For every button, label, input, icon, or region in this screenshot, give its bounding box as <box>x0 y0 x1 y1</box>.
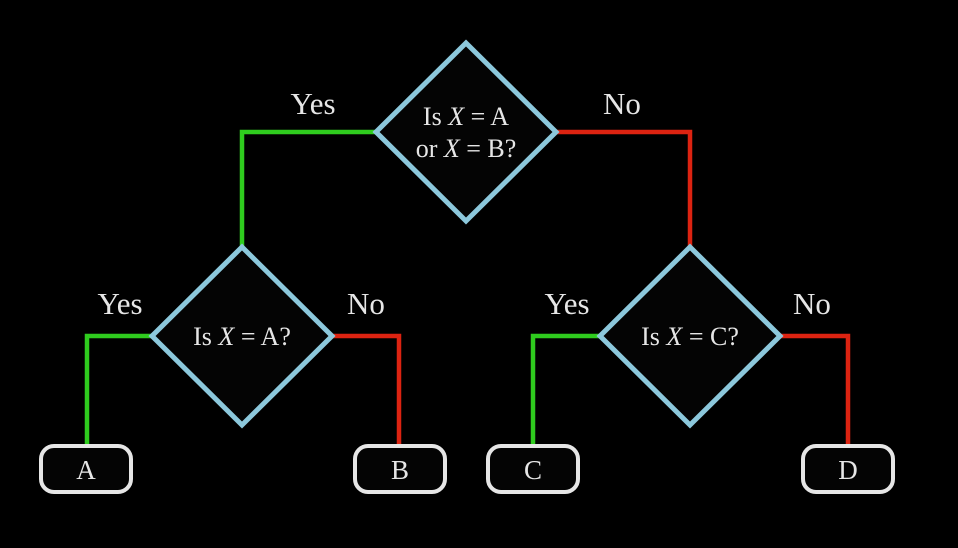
edge-label-root-no: No <box>603 86 641 121</box>
decision-diamond-root <box>372 39 560 225</box>
leaf-box-a <box>39 444 133 494</box>
left-question: Is X = A? <box>193 322 291 351</box>
edge-label-left-yes: Yes <box>97 286 142 321</box>
edge-right-no <box>779 333 851 449</box>
leaf-label-a: A <box>76 455 96 485</box>
edge-label-left-no: No <box>347 286 385 321</box>
left-question-rest: = A? <box>234 322 291 351</box>
leaf-box-d <box>801 444 895 494</box>
edge-label-right-no: No <box>793 286 831 321</box>
edge-label-right-yes: Yes <box>544 286 589 321</box>
edge-root-no <box>556 129 693 249</box>
edge-left-yes <box>84 333 153 449</box>
left-question-variable: X <box>217 322 235 351</box>
root-question-line1: Is X = A <box>423 102 509 131</box>
edge-right-yes <box>530 333 601 449</box>
right-question: Is X = C? <box>641 322 739 351</box>
leaf-label-b: B <box>391 455 409 485</box>
root-question-line2-rest: = B? <box>460 134 517 163</box>
root-question-line1-prefix: Is <box>423 102 448 131</box>
right-question-rest: = C? <box>682 322 739 351</box>
edge-label-root-yes: Yes <box>290 86 335 121</box>
leaf-label-d: D <box>838 455 858 485</box>
decision-diamond-left <box>148 243 336 429</box>
leaf-label-c: C <box>524 455 542 485</box>
root-question-line2-variable: X <box>443 134 461 163</box>
leaf-box-b <box>353 444 447 494</box>
edge-root-yes <box>239 129 377 249</box>
leaf-box-c <box>486 444 580 494</box>
root-question-line2: or X = B? <box>416 134 517 163</box>
right-question-variable: X <box>665 322 683 351</box>
root-question-line2-prefix: or <box>416 134 444 163</box>
decision-diamond-right <box>596 243 784 429</box>
left-question-prefix: Is <box>193 322 218 351</box>
right-question-prefix: Is <box>641 322 666 351</box>
edge-left-no <box>331 333 402 449</box>
root-question-line1-variable: X <box>447 102 465 131</box>
root-question-line1-rest: = A <box>464 102 509 131</box>
